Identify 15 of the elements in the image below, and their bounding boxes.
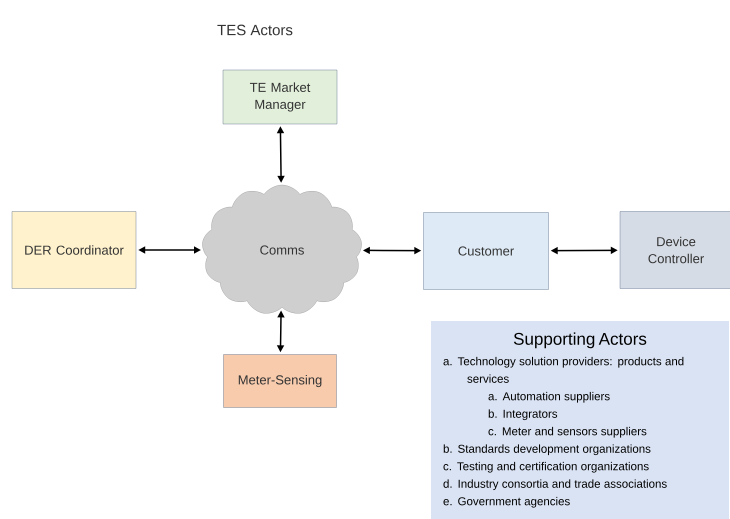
list-item: c. Meter and sensors suppliers xyxy=(488,426,646,438)
actor-box: Device Controller xyxy=(620,211,730,289)
list-item: d. Industry consortia and trade associations xyxy=(444,479,667,490)
list-item: a. Automation suppliers xyxy=(488,392,610,403)
actor-box: Customer xyxy=(423,212,549,290)
supporting-actors-panel xyxy=(431,321,729,519)
list-item: b. Integrators xyxy=(488,409,558,420)
list-item: c. Testing and certification organizations xyxy=(444,462,649,473)
list-item: b. Standards development organizations xyxy=(444,444,650,456)
panel-heading: Supporting Actors xyxy=(514,332,646,348)
list-item: e. Government agencies xyxy=(444,496,570,508)
actor-box: Meter-Sensing xyxy=(223,354,337,408)
actor-box: DER Coordinator xyxy=(12,211,136,289)
diagram-title: TES Actors xyxy=(217,24,292,36)
actor-box: TE Market Manager xyxy=(222,70,338,124)
